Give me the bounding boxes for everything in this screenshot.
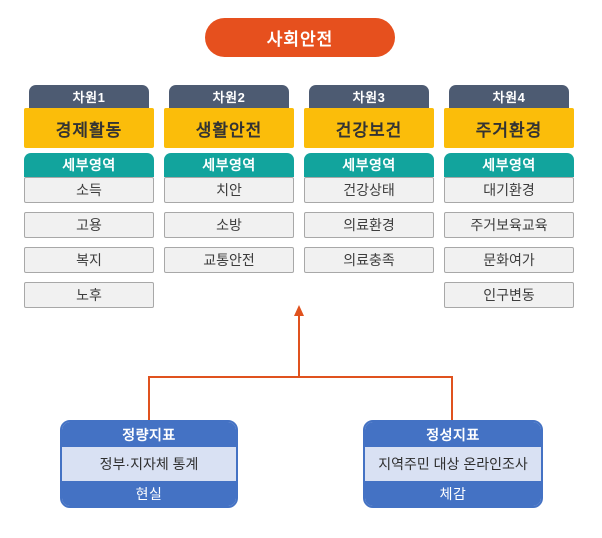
detail-header: 세부영역 [304,153,434,177]
detail-item: 대기환경 [444,177,574,203]
detail-item: 치안 [164,177,294,203]
detail-item: 교통안전 [164,247,294,273]
dimension-tag: 차원1 [29,85,149,108]
title-pill: 사회안전 [205,18,395,57]
dimension-column-3: 차원3 건강보건 세부영역 건강상태 의료환경 의료충족 [304,85,434,273]
dimension-column-2: 차원2 생활안전 세부영역 치안 소방 교통안전 [164,85,294,273]
detail-header: 세부영역 [444,153,574,177]
dimension-name: 생활안전 [164,108,294,148]
indicator-header: 정량지표 [62,422,236,447]
detail-item: 소방 [164,212,294,238]
indicator-footer: 현실 [62,481,236,506]
connector-bracket [148,376,453,420]
detail-item: 복지 [24,247,154,273]
detail-item: 주거보육교육 [444,212,574,238]
indicator-header: 정성지표 [365,422,541,447]
detail-item: 고용 [24,212,154,238]
indicator-source: 지역주민 대상 온라인조사 [365,447,541,481]
dimension-name: 경제활동 [24,108,154,148]
detail-item: 인구변동 [444,282,574,308]
quantitative-indicator-box: 정량지표 정부·지자체 통계 현실 [60,420,238,508]
dimension-name: 건강보건 [304,108,434,148]
indicator-source: 정부·지자체 통계 [62,447,236,481]
dimension-tag: 차원3 [309,85,429,108]
detail-header: 세부영역 [164,153,294,177]
dimension-column-4: 차원4 주거환경 세부영역 대기환경 주거보육교육 문화여가 인구변동 [444,85,574,308]
up-arrow-icon [294,305,304,316]
dimension-column-1: 차원1 경제활동 세부영역 소득 고용 복지 노후 [24,85,154,308]
detail-item: 노후 [24,282,154,308]
detail-item: 건강상태 [304,177,434,203]
detail-item: 소득 [24,177,154,203]
dimension-tag: 차원4 [449,85,569,108]
detail-header: 세부영역 [24,153,154,177]
indicator-footer: 체감 [365,481,541,506]
dimension-name: 주거환경 [444,108,574,148]
title-text: 사회안전 [266,30,334,49]
qualitative-indicator-box: 정성지표 지역주민 대상 온라인조사 체감 [363,420,543,508]
detail-item: 의료충족 [304,247,434,273]
detail-item: 문화여가 [444,247,574,273]
detail-item: 의료환경 [304,212,434,238]
dimension-tag: 차원2 [169,85,289,108]
